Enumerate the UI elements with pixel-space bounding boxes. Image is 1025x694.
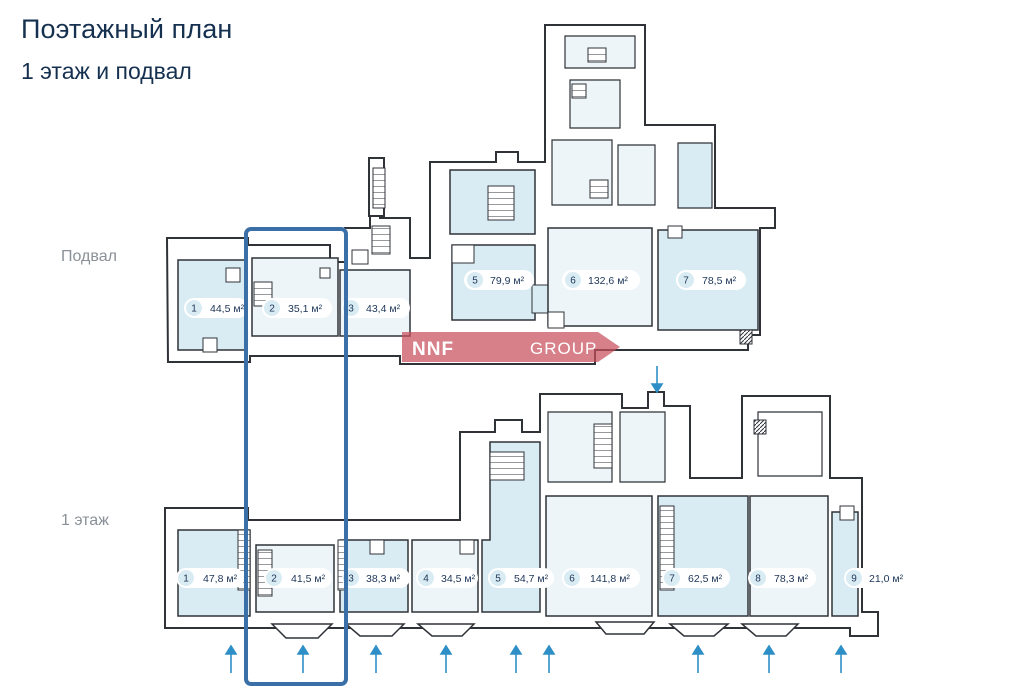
- ground-badges: 1 47,8 м² 2 41,5 м² 3 38,3 м² 4 34,5 м² …: [176, 568, 912, 588]
- room-number: 8: [755, 574, 761, 585]
- room-number: 6: [570, 276, 576, 287]
- room-number: 4: [423, 574, 429, 585]
- room-badge[interactable]: 7 62,5 м²: [662, 568, 730, 588]
- room-area: 21,0 м²: [869, 573, 904, 585]
- entrance-arrow-icon: [224, 644, 238, 673]
- room-badge[interactable]: 6 132,6 м²: [562, 270, 640, 290]
- watermark-logo-mark: NNF: [412, 339, 454, 360]
- entrance-arrows: [224, 366, 848, 673]
- watermark-logo: NNF GROUP: [402, 332, 620, 362]
- entrance-arrow-icon: [834, 644, 848, 673]
- entrance-arrow-icon: [542, 644, 556, 673]
- room-area: 43,4 м²: [366, 303, 401, 315]
- room-badge[interactable]: 7 78,5 м²: [676, 270, 746, 290]
- room-area: 141,8 м²: [590, 573, 630, 585]
- entrance-arrow-icon: [509, 644, 523, 673]
- room-badge[interactable]: 2 41,5 м²: [264, 568, 332, 588]
- room-badge[interactable]: 6 141,8 м²: [562, 568, 640, 588]
- entrance-arrow-icon: [762, 644, 776, 673]
- room-badge[interactable]: 8 78,3 м²: [748, 568, 816, 588]
- room-area: 35,1 м²: [288, 303, 323, 315]
- ground-room-9[interactable]: [831, 505, 859, 617]
- room-number: 7: [669, 574, 675, 585]
- room-number: 5: [472, 276, 478, 287]
- room-badge[interactable]: 5 54,7 м²: [488, 568, 554, 588]
- room-area: 78,3 м²: [774, 573, 809, 585]
- basement-room-5[interactable]: [449, 169, 549, 321]
- ground-room-7[interactable]: [657, 495, 749, 617]
- watermark-brand: GROUP: [530, 339, 597, 358]
- room-area: 34,5 м²: [441, 573, 476, 585]
- entrance-arrow-icon: [691, 644, 705, 673]
- room-area: 62,5 м²: [688, 573, 723, 585]
- watermark-arrow-shape: [402, 332, 620, 362]
- room-badge[interactable]: 5 79,9 м²: [464, 270, 534, 290]
- room-number: 1: [183, 574, 189, 585]
- room-number: 3: [348, 304, 354, 315]
- room-number: 3: [348, 574, 354, 585]
- basement-badges: 1 44,5 м² 2 35,1 м² 3 43,4 м² 5 79,9 м² …: [184, 270, 746, 318]
- basement-level-label: Подвал: [61, 248, 117, 265]
- room-number: 5: [495, 574, 501, 585]
- basement-plan: [165, 24, 776, 365]
- room-area: 38,3 м²: [366, 573, 401, 585]
- room-area: 132,6 м²: [588, 275, 628, 287]
- room-badge[interactable]: 1 47,8 м²: [176, 568, 244, 588]
- selected-unit-highlight[interactable]: [244, 227, 348, 686]
- basement-room-2[interactable]: [251, 257, 339, 337]
- entrance-arrow-icon: [439, 644, 453, 673]
- entrance-arrow-down-icon: [650, 366, 664, 394]
- room-area: 78,5 м²: [702, 275, 737, 287]
- room-area: 44,5 м²: [210, 303, 245, 315]
- room-area: 47,8 м²: [203, 573, 238, 585]
- room-badge[interactable]: 9 21,0 м²: [844, 568, 912, 588]
- room-area: 79,9 м²: [490, 275, 525, 287]
- room-badge[interactable]: 1 44,5 м²: [184, 298, 248, 318]
- room-area: 41,5 м²: [291, 573, 326, 585]
- room-badge[interactable]: 3 43,4 м²: [342, 298, 410, 318]
- entrance-arrow-icon: [369, 644, 383, 673]
- room-number: 1: [191, 304, 197, 315]
- room-number: 2: [269, 304, 275, 315]
- room-area: 54,7 м²: [514, 573, 549, 585]
- entrance-arrow-icon: [296, 644, 310, 673]
- page-subtitle: 1 этаж и подвал: [21, 58, 192, 84]
- room-badge[interactable]: 4 34,5 м²: [416, 568, 478, 588]
- room-badge[interactable]: 2 35,1 м²: [262, 298, 332, 318]
- room-number: 2: [271, 574, 277, 585]
- page-title: Поэтажный план: [21, 14, 233, 44]
- room-number: 7: [683, 276, 689, 287]
- room-number: 9: [851, 574, 857, 585]
- room-number: 6: [569, 574, 575, 585]
- ground-plan: [164, 391, 879, 639]
- ground-level-label: 1 этаж: [61, 512, 109, 529]
- room-badge[interactable]: 3 38,3 м²: [342, 568, 410, 588]
